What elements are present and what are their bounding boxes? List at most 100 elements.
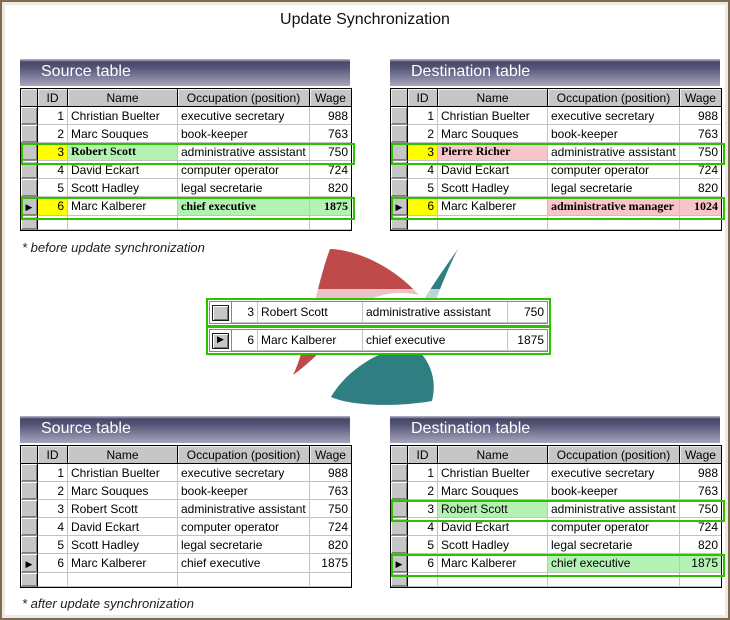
record-selector: ▶ bbox=[391, 197, 408, 216]
cell-id: 1 bbox=[408, 464, 438, 482]
record-selector bbox=[391, 161, 408, 179]
selector-column-header bbox=[391, 89, 408, 107]
cell-wage: 750 bbox=[310, 500, 351, 518]
record-selector bbox=[391, 125, 408, 143]
cell-name: Marc Kalberer bbox=[68, 554, 178, 573]
column-header: Name bbox=[68, 446, 178, 464]
current-record-arrow-icon: ▶ bbox=[25, 560, 33, 570]
cell-name: Robert Scott bbox=[68, 500, 178, 518]
cell-occupation: computer operator bbox=[178, 518, 310, 536]
column-header: Wage bbox=[310, 89, 351, 107]
cell-id: 4 bbox=[38, 161, 68, 179]
selector-column-header bbox=[21, 89, 38, 107]
cell-name: David Eckart bbox=[438, 161, 548, 179]
cell-wage: 724 bbox=[680, 518, 721, 536]
column-header: Wage bbox=[680, 89, 721, 107]
cell-id: 5 bbox=[408, 179, 438, 197]
record-selector: ▶ bbox=[21, 554, 38, 573]
table-title: Destination table bbox=[411, 63, 531, 80]
cell-id: 5 bbox=[408, 536, 438, 554]
cell-wage: 724 bbox=[680, 161, 721, 179]
cell-wage: 750 bbox=[508, 302, 547, 323]
cell-id: 3 bbox=[232, 302, 258, 323]
record-selector bbox=[21, 143, 38, 161]
record-selector bbox=[21, 500, 38, 518]
current-record-arrow-icon: ▶ bbox=[395, 560, 403, 570]
caption-after: * after update synchronization bbox=[22, 596, 194, 611]
cell-id bbox=[38, 216, 68, 230]
cell-id: 4 bbox=[38, 518, 68, 536]
cell-wage: 1875 bbox=[310, 197, 351, 216]
cell-occupation: book-keeper bbox=[178, 482, 310, 500]
cell-occupation bbox=[548, 216, 680, 230]
cell-name: David Eckart bbox=[68, 518, 178, 536]
cell-id: 3 bbox=[38, 500, 68, 518]
record-selector bbox=[210, 302, 232, 323]
record-selector bbox=[391, 179, 408, 197]
cell-name: Scott Hadley bbox=[438, 179, 548, 197]
record-selector bbox=[391, 107, 408, 125]
cell-wage: 750 bbox=[680, 143, 721, 161]
record-selector: ▶ bbox=[210, 330, 232, 351]
column-header: Name bbox=[438, 89, 548, 107]
cell-id: 2 bbox=[38, 125, 68, 143]
cell-name: Marc Kalberer bbox=[258, 330, 363, 351]
column-header: Occupation (position) bbox=[548, 89, 680, 107]
cell-name: David Eckart bbox=[438, 518, 548, 536]
record-selector bbox=[391, 482, 408, 500]
cell-wage bbox=[310, 216, 351, 230]
cell-occupation: legal secretarie bbox=[548, 179, 680, 197]
cell-name: Marc Kalberer bbox=[438, 197, 548, 216]
logo-teal-swoosh-icon bbox=[331, 249, 458, 405]
cell-occupation: executive secretary bbox=[178, 464, 310, 482]
record-selector bbox=[391, 500, 408, 518]
cell-name: Marc Souques bbox=[68, 125, 178, 143]
caption-before: * before update synchronization bbox=[22, 240, 205, 255]
cell-occupation: computer operator bbox=[548, 161, 680, 179]
record-selector bbox=[391, 143, 408, 161]
cell-id: 2 bbox=[38, 482, 68, 500]
cell-id: 2 bbox=[408, 125, 438, 143]
cell-name: Pierre Richer bbox=[438, 143, 548, 161]
cell-wage: 763 bbox=[310, 125, 351, 143]
cell-name: Marc Kalberer bbox=[438, 554, 548, 573]
cell-wage: 1024 bbox=[680, 197, 721, 216]
column-header: ID bbox=[408, 446, 438, 464]
selector-column-header bbox=[391, 446, 408, 464]
cell-id: 6 bbox=[408, 197, 438, 216]
page-title: Update Synchronization bbox=[280, 11, 450, 28]
record-selector bbox=[21, 179, 38, 197]
empty-row bbox=[391, 573, 721, 587]
cell-name: Scott Hadley bbox=[68, 536, 178, 554]
record-selector-button bbox=[212, 304, 229, 321]
cell-name: Scott Hadley bbox=[68, 179, 178, 197]
cell-occupation: book-keeper bbox=[178, 125, 310, 143]
cell-occupation bbox=[178, 573, 310, 587]
record-selector bbox=[391, 573, 408, 587]
cell-name: Scott Hadley bbox=[438, 536, 548, 554]
current-record-arrow-icon: ▶ bbox=[25, 203, 33, 213]
cell-wage: 750 bbox=[310, 143, 351, 161]
cell-wage: 763 bbox=[680, 125, 721, 143]
cell-occupation: administrative assistant bbox=[178, 143, 310, 161]
cell-occupation: chief executive bbox=[178, 197, 310, 216]
record-selector bbox=[21, 482, 38, 500]
cell-wage: 724 bbox=[310, 518, 351, 536]
